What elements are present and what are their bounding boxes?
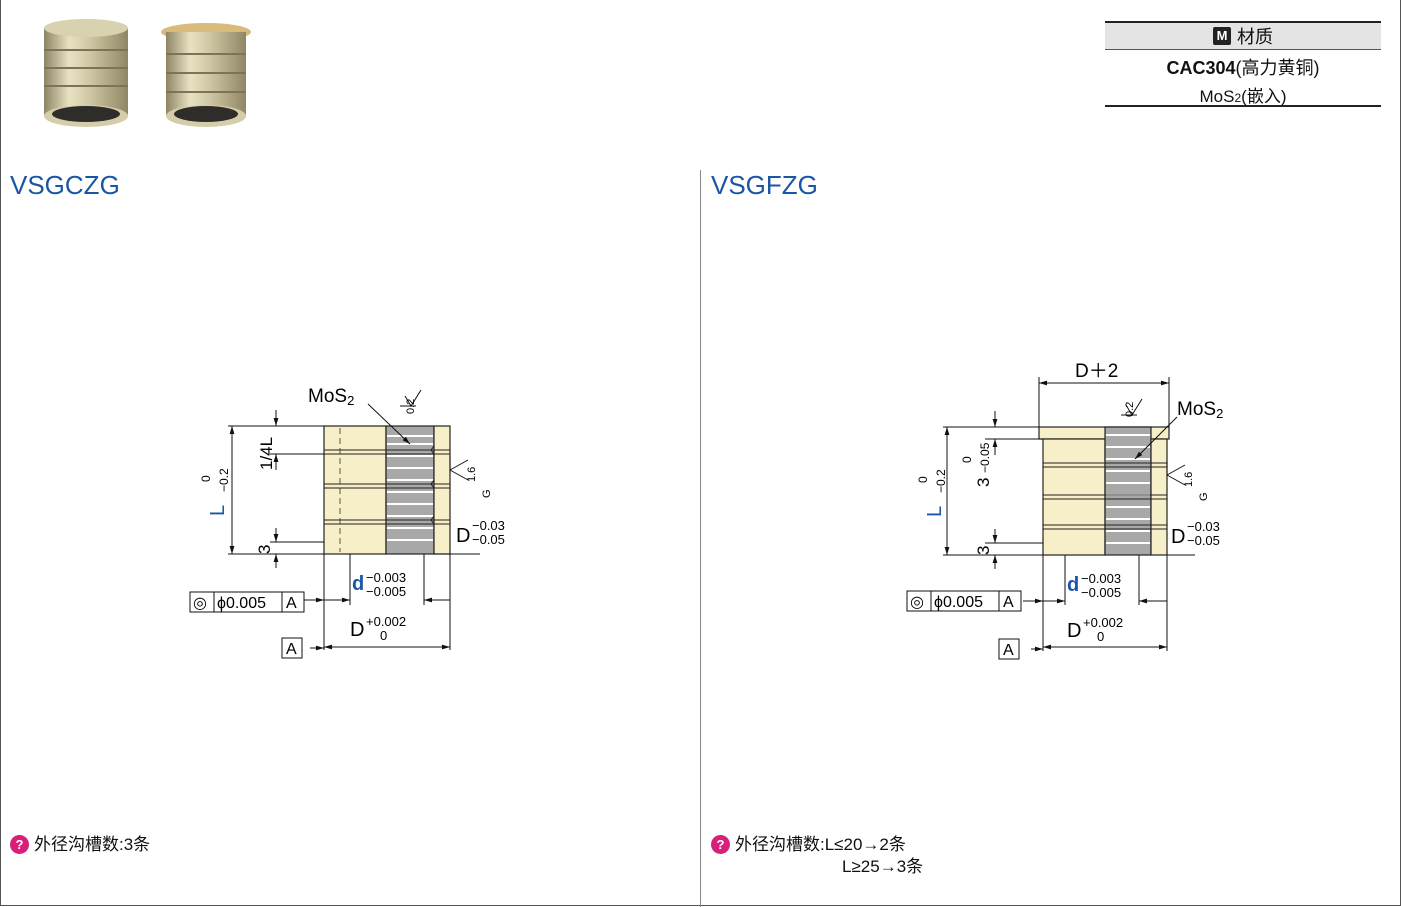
left-bottom-d-tol-up: +0.002 [366, 614, 406, 629]
material-grade-line: CAC304(高力黄铜) [1105, 54, 1381, 80]
right-note-line-1: 外径沟槽数:L≤20→2条 [735, 835, 906, 854]
right-datum-box: A [998, 638, 1020, 660]
right-length-tol-up: 0 [916, 476, 930, 483]
right-outer-d-label: D [1171, 526, 1185, 548]
right-roughness-side: 1.6 [1183, 472, 1195, 487]
material-grade-desc: (高力黄铜) [1235, 58, 1320, 78]
panel-divider [700, 170, 701, 907]
right-drawing: D＋2 MoS2 0.2 1.6 G 3 0 −0.05 3 L 0 −0.2 … [906, 361, 1223, 660]
right-roughness-top: 0.2 [1124, 402, 1136, 417]
right-length-label: L [924, 506, 946, 517]
left-note-info-icon: ? [10, 835, 29, 854]
left-length-label: L [207, 505, 229, 516]
right-tol-value: ϕ0.005 [934, 594, 983, 611]
left-note: ? 外径沟槽数:3条 [10, 834, 150, 856]
left-roughness-side: 1.6 [466, 467, 478, 482]
left-length-tol-up: 0 [199, 475, 213, 482]
svg-text:A: A [1003, 642, 1014, 659]
right-series-title: VSGFZG [711, 170, 818, 200]
material-header-label: 材质 [1237, 27, 1273, 47]
right-concentric-icon: ◎ [910, 594, 924, 611]
right-inner-d-label: d [1067, 574, 1079, 596]
left-drawing: MoS2 0.2 1.6 G 1/4L 3 L 0 −0.2 D −0.03 −… [189, 386, 505, 659]
right-bottom-d-label: D [1067, 620, 1081, 642]
right-tol-datum: A [1003, 594, 1014, 611]
right-mos-label: MoS2 [1177, 399, 1223, 421]
straight-bushing-photo [44, 19, 128, 127]
left-dimension-lines [228, 389, 480, 651]
right-outer-d-tol-low: −0.05 [1187, 533, 1220, 548]
right-flange-dia-label: D＋2 [1075, 361, 1118, 382]
material-table: M 材质 CAC304(高力黄铜) MoS2(嵌入) [1105, 21, 1381, 107]
right-note: ? 外径沟槽数:L≤20→2条 L≥25→3条 [711, 834, 923, 878]
right-inner-d-tol-up: −0.003 [1081, 571, 1121, 586]
material-lubricant-sub: 2 [1234, 91, 1242, 105]
right-flange-thk-tol-low: −0.05 [978, 442, 992, 473]
left-tol-datum: A [286, 595, 297, 612]
right-length-tol-low: −0.2 [934, 469, 948, 493]
left-quarter-label: 1/4L [257, 437, 276, 470]
left-mos-label: MoS2 [308, 386, 354, 408]
material-lubricant-desc: (嵌入) [1241, 87, 1287, 106]
right-inner-d-tol-low: −0.005 [1081, 585, 1121, 600]
material-grade: CAC304 [1166, 58, 1236, 78]
left-bottom-d-tol-low: 0 [380, 628, 387, 643]
left-roughness-top: 0.2 [405, 399, 417, 414]
left-length-tol-low: −0.2 [217, 468, 231, 492]
material-header: M 材质 [1105, 23, 1381, 50]
left-bushing-body [323, 425, 451, 555]
left-concentric-icon: ◎ [193, 595, 207, 612]
left-series-title: VSGCZG [10, 170, 120, 200]
left-tol-value: ϕ0.005 [217, 595, 266, 612]
left-note-line: 外径沟槽数:3条 [34, 835, 151, 854]
right-note-info-icon: ? [711, 835, 730, 854]
right-dimension-lines [943, 377, 1195, 652]
product-photos [44, 19, 251, 127]
right-flange-thk-tol-up: 0 [960, 456, 974, 463]
right-tolerance-frame: ◎ ϕ0.005 A [906, 590, 1022, 612]
left-three-label: 3 [255, 545, 274, 554]
svg-text:A: A [286, 641, 297, 658]
right-bushing-body [1038, 426, 1170, 556]
left-datum-box: A [281, 637, 303, 659]
material-lubricant: MoS [1199, 87, 1235, 106]
left-bottom-d-label: D [350, 619, 364, 641]
material-badge-icon: M [1213, 27, 1231, 45]
left-inner-d-tol-up: −0.003 [366, 570, 406, 585]
right-bottom-d-tol-up: +0.002 [1083, 615, 1123, 630]
material-lubricant-line: MoS2(嵌入) [1105, 82, 1381, 107]
right-note-line-2: L≥25→3条 [842, 857, 924, 876]
left-outer-d-label: D [456, 525, 470, 547]
left-inner-d-label: d [352, 573, 364, 595]
right-bottom-d-tol-low: 0 [1097, 629, 1104, 644]
left-tolerance-frame: ◎ ϕ0.005 A [189, 591, 305, 613]
right-roughness-g: G [1198, 492, 1210, 501]
left-outer-d-tol-up: −0.03 [472, 518, 505, 533]
flanged-bushing-photo [161, 23, 251, 127]
right-outer-d-tol-up: −0.03 [1187, 519, 1220, 534]
right-flange-thk-label: 3 [974, 478, 993, 487]
left-roughness-g: G [481, 489, 493, 498]
right-three-label: 3 [974, 546, 993, 555]
left-inner-d-tol-low: −0.005 [366, 584, 406, 599]
left-outer-d-tol-low: −0.05 [472, 532, 505, 547]
